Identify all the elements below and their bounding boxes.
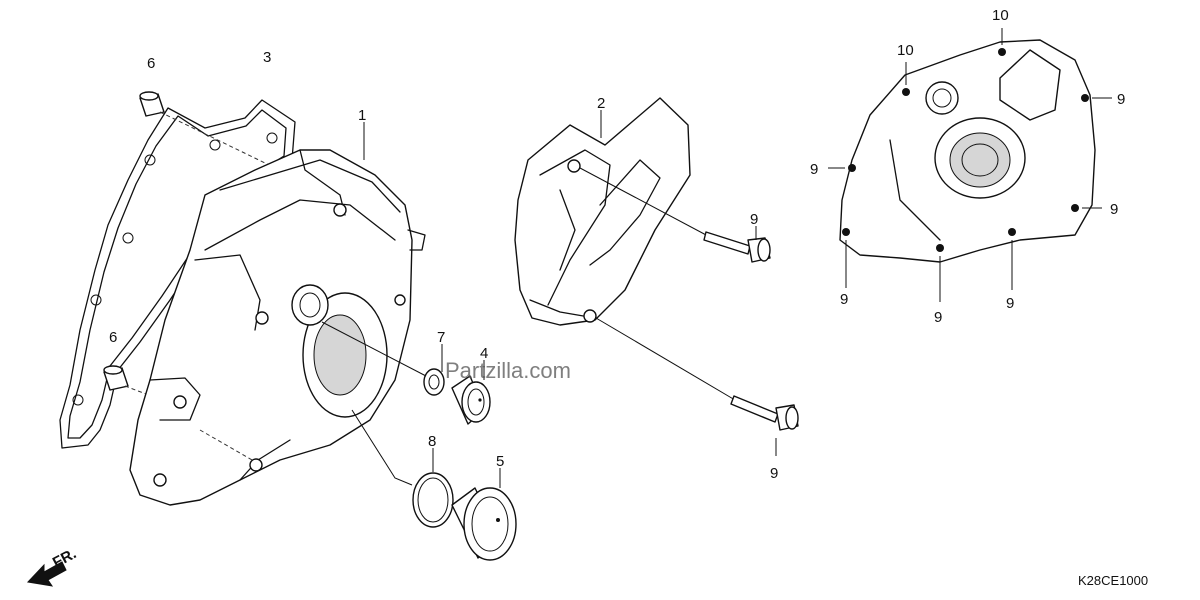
generator-cover [828,28,1112,302]
callout-2[interactable]: 2 [597,95,605,112]
seal-part-7 [321,321,445,396]
callout-9-cover-bottom-left[interactable]: 9 [840,291,848,308]
diagram-code: K28CE1000 [1078,573,1148,588]
plug-cap-part-5 [451,487,517,561]
callout-3[interactable]: 3 [263,49,271,66]
callout-9-bolt-upper[interactable]: 9 [750,211,758,228]
callout-6-lower[interactable]: 6 [109,329,117,346]
plug-cap-part-4 [451,375,491,425]
callout-9-cover-bottom-right[interactable]: 9 [1006,295,1014,312]
front-arrow-icon [26,561,67,587]
callout-9-cover-right-top[interactable]: 9 [1117,91,1125,108]
callout-4[interactable]: 4 [480,345,488,362]
bolt-lower [730,395,799,431]
callout-9-bolt-lower[interactable]: 9 [770,465,778,482]
dowel-pin-lower [103,365,176,406]
callout-5[interactable]: 5 [496,453,504,470]
callout-9-cover-bottom[interactable]: 9 [934,309,942,326]
bolt-upper [703,231,771,263]
callout-8[interactable]: 8 [428,433,436,450]
front-direction-indicator: FR. [26,545,79,587]
callout-6-upper[interactable]: 6 [147,55,155,72]
callout-9-cover-right[interactable]: 9 [1110,201,1118,218]
leader-lines [363,110,777,488]
sprocket-cover-part-2 [514,97,736,401]
callout-9-cover-left[interactable]: 9 [810,161,818,178]
callout-10-left[interactable]: 10 [897,42,914,59]
callout-1[interactable]: 1 [358,107,366,124]
callout-10-top[interactable]: 10 [992,7,1009,24]
left-crankcase-cover-part-1 [129,149,426,506]
callout-7[interactable]: 7 [437,329,445,346]
o-ring-part-8 [351,409,454,528]
watermark: Partzilla.com [445,358,571,383]
